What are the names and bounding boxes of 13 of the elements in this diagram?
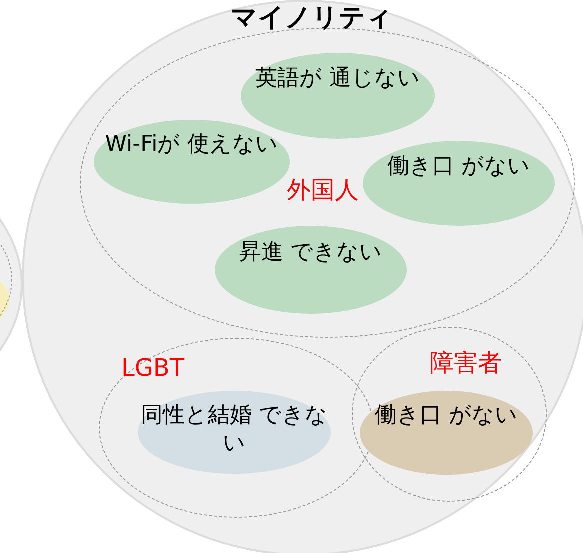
ellipse-text: 英語が 通じない <box>254 65 422 92</box>
ellipse-text: 働き口 がない <box>374 402 519 430</box>
dotted-ellipse <box>352 327 547 502</box>
group-label: 外国人 <box>286 175 360 205</box>
ellipse-text: 昇進 できない <box>238 239 384 266</box>
circle-title: マイノリティ <box>230 2 394 34</box>
dotted-ellipse <box>80 28 575 338</box>
group-label: LGBT <box>120 353 186 383</box>
dotted-ellipse <box>99 338 374 518</box>
ellipse-text: 働き口 がない <box>386 153 532 180</box>
group-label: 障害者 <box>429 348 503 378</box>
ellipse-text: Wi-Fiが 使えない <box>104 131 280 158</box>
ellipse-text: 同性と結婚 できない <box>140 402 329 457</box>
